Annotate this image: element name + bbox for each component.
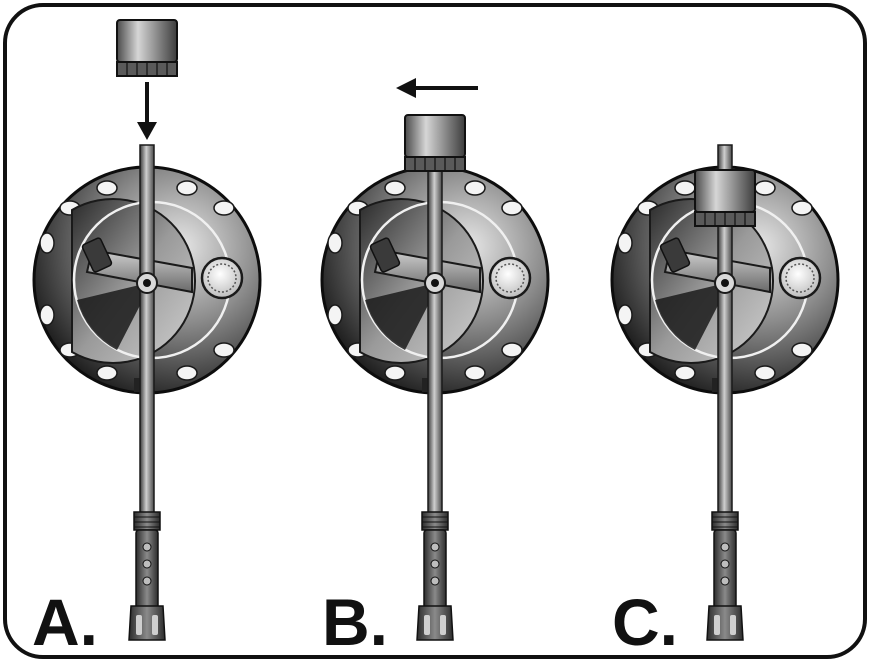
panel-c: C. <box>610 143 840 659</box>
arrow-down-icon <box>137 82 157 140</box>
panel-a: A. <box>32 19 262 659</box>
cap-a <box>116 19 178 77</box>
panel-label-c: C. <box>612 585 678 659</box>
arrow-left-icon <box>396 78 478 98</box>
panel-label-b: B. <box>322 585 388 659</box>
panel-label-a: A. <box>32 585 98 659</box>
cap-c <box>694 169 756 227</box>
cap-b <box>404 114 466 172</box>
panel-b: B. <box>320 78 550 659</box>
